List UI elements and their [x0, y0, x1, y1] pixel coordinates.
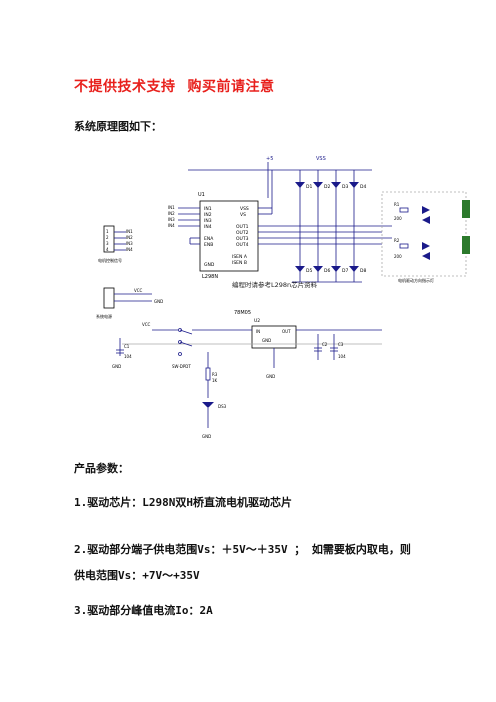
diode-d3: D3 — [342, 184, 348, 190]
ic-net-in2: IN2 — [168, 211, 175, 216]
svg-text:3: 3 — [106, 241, 109, 246]
ic-pin-enb: ENB — [204, 242, 213, 248]
regulator-gnd-label: GND — [266, 374, 275, 379]
ic-pin-in3: IN3 — [204, 218, 212, 224]
diode-d4: D4 — [360, 184, 366, 190]
led-gnd-label: GND — [202, 434, 211, 439]
ic-pin-out1: OUT1 — [236, 224, 249, 230]
schematic-diagram: +5 VSS U1 L298N IN1 IN2 IN3 IN4 ENA ENB … — [82, 146, 470, 442]
cap-c1: C1 — [124, 344, 130, 349]
ic-name: L298N — [202, 274, 218, 280]
motor-indicator-label: 电机驱动方向指示灯 — [398, 277, 434, 283]
diode-d7: D7 — [342, 268, 348, 274]
resistor-r1-value: 200 — [394, 216, 402, 221]
resistor-r3: R3 — [212, 372, 218, 377]
svg-text:4: 4 — [106, 247, 109, 252]
param-line-4: 3.驱动部分峰值电流Io：2A — [74, 604, 213, 617]
warning-part-2: 购买前请注意 — [187, 79, 275, 95]
ic-pin-out4: OUT4 — [236, 242, 249, 248]
diode-d8: D8 — [360, 268, 366, 274]
ic-pin-in4: IN4 — [204, 224, 212, 230]
switch-label: SW-DPDT — [172, 364, 191, 369]
diode-d2: D2 — [324, 184, 330, 190]
ic-pin-in2: IN2 — [204, 212, 212, 218]
ic-net-in3: IN3 — [168, 217, 175, 222]
ic-pin-out3: OUT3 — [236, 236, 249, 242]
regulator-pin-out: OUT — [282, 329, 291, 334]
cap-c2: C2 — [322, 342, 328, 347]
ic-pin-vss: VSS — [240, 206, 249, 212]
diode-d5: D5 — [306, 268, 312, 274]
j3-gnd-label: GND — [154, 299, 163, 304]
ic-pin-ena: ENA — [204, 236, 214, 242]
j4-net-in3: IN3 — [126, 241, 133, 246]
j3-label: 系统电源 — [96, 313, 112, 319]
ic-pin-vs: VS — [240, 212, 246, 218]
vss-rail-label: VSS — [316, 156, 326, 162]
ic-net-in4: IN4 — [168, 223, 175, 228]
switch-vcc-label: VCC — [142, 322, 151, 327]
ic-ref: U1 — [198, 192, 205, 198]
cap-gnd-label: GND — [112, 364, 121, 369]
ic-net-in1: IN1 — [168, 205, 175, 210]
regulator-pin-in: IN — [256, 329, 260, 334]
ic-pin-isenb: ISEN B — [232, 260, 247, 266]
j4-net-in4: IN4 — [126, 247, 133, 252]
ic-pin-gnd: GND — [204, 262, 215, 268]
warning-part-1: 不提供技术支持 — [74, 79, 176, 95]
resistor-r1: R1 — [394, 202, 400, 207]
schematic-heading: 系统原理图如下： — [74, 120, 162, 133]
regulator-label: 78M05 — [234, 310, 251, 316]
cap-c1-value: 104 — [124, 354, 132, 359]
cap-c3: C3 — [338, 342, 344, 347]
params-heading: 产品参数： — [74, 462, 129, 475]
diode-d6: D6 — [324, 268, 330, 274]
led-label: DS3 — [218, 404, 227, 409]
resistor-r2-value: 200 — [394, 254, 402, 259]
ic-pin-isena: ISEN A — [232, 254, 248, 260]
diode-d1: D1 — [306, 184, 312, 190]
resistor-r2: R2 — [394, 238, 400, 243]
j3-vcc-label: VCC — [134, 288, 143, 293]
programming-note: 编程时请参考L298n芯片资料 — [232, 280, 318, 289]
j4-net-in1: IN1 — [126, 229, 133, 234]
j4-label: 电机控制信号 — [98, 257, 122, 263]
ic-pin-in1: IN1 — [204, 206, 212, 212]
j4-net-in2: IN2 — [126, 235, 133, 240]
regulator-pin-gnd: GND — [262, 338, 271, 343]
param-line-3: 供电范围Vs：+7V～+35V — [74, 569, 200, 582]
rail-label: +5 — [266, 156, 273, 162]
warning-notice: 不提供技术支持购买前请注意 — [74, 76, 275, 96]
svg-text:2: 2 — [106, 235, 109, 240]
ic-pin-out2: OUT2 — [236, 230, 249, 236]
resistor-r3-value: 1K — [212, 378, 218, 383]
regulator-ref: U2 — [254, 318, 260, 324]
cap-c3-value: 104 — [338, 354, 346, 359]
svg-text:1: 1 — [106, 229, 109, 234]
param-line-2: 2.驱动部分端子供电范围Vs：＋5V～＋35V ； 如需要板内取电，则 — [74, 543, 411, 556]
param-line-1: 1.驱动芯片：L298N双H桥直流电机驱动芯片 — [74, 496, 292, 509]
